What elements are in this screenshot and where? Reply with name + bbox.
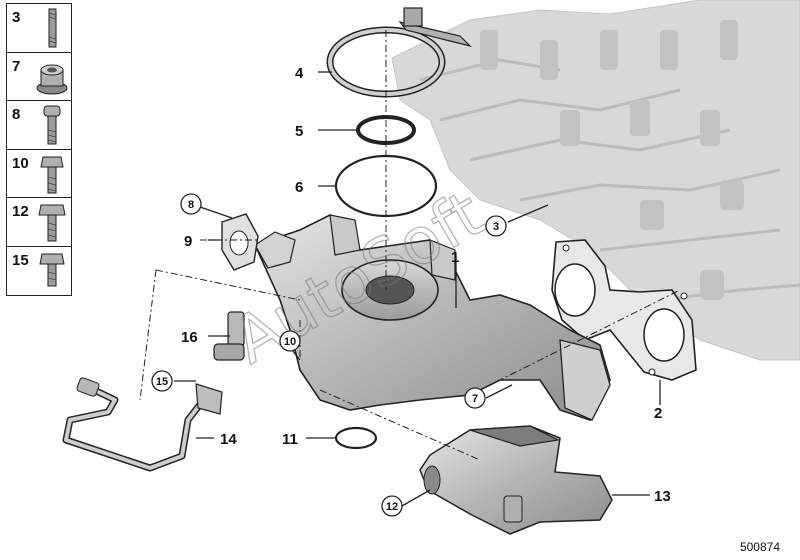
circled-callout-10: 10 bbox=[279, 330, 301, 352]
callout-leaders bbox=[174, 71, 661, 507]
assembly-lines bbox=[139, 30, 681, 461]
callout-6: 6 bbox=[295, 179, 303, 196]
legend-row-7: 7 bbox=[7, 53, 71, 101]
hex-head-bolt-icon bbox=[38, 204, 66, 242]
callout-4: 4 bbox=[295, 65, 304, 82]
banjo-fitting bbox=[213, 311, 245, 361]
callout-2: 2 bbox=[654, 405, 662, 422]
legend-row-8: 8 bbox=[7, 101, 71, 150]
circled-callout-8: 8 bbox=[180, 193, 202, 215]
legend-number: 12 bbox=[12, 203, 29, 220]
callout-1: 1 bbox=[451, 249, 459, 266]
circled-callout-10-label: 10 bbox=[284, 336, 296, 348]
cylinder-head bbox=[391, 0, 800, 361]
circled-callout-7: 7 bbox=[464, 387, 486, 409]
circled-callout-3-label: 3 bbox=[493, 221, 499, 233]
exhaust-connector-pipe bbox=[419, 425, 613, 535]
manifold-gasket bbox=[551, 239, 697, 381]
seal-ring-lower bbox=[334, 426, 378, 450]
hex-bolt-icon bbox=[40, 156, 64, 193]
callout-13: 13 bbox=[654, 488, 671, 505]
legend-row-12: 12 bbox=[7, 198, 71, 247]
legend-number: 8 bbox=[12, 106, 21, 123]
callout-16: 16 bbox=[181, 329, 198, 346]
flange-gasket bbox=[221, 213, 259, 271]
hex-socket-bolt-icon bbox=[43, 105, 61, 145]
legend-number: 3 bbox=[12, 9, 21, 26]
circled-callout-7-label: 7 bbox=[472, 393, 478, 405]
legend-number: 7 bbox=[12, 57, 21, 75]
circled-callout-12: 12 bbox=[381, 495, 403, 517]
legend-row-15: 15 bbox=[7, 247, 71, 296]
legend-number: 10 bbox=[12, 154, 29, 172]
circled-callout-3: 3 bbox=[485, 215, 507, 237]
circled-callout-15: 15 bbox=[151, 370, 173, 392]
stud-bolt-icon bbox=[48, 8, 57, 48]
short-hex-bolt-icon bbox=[39, 253, 65, 286]
collar-nut-icon bbox=[36, 64, 68, 94]
hardware-legend: 3 7 8 10 12 bbox=[6, 3, 72, 296]
legend-row-10: 10 bbox=[7, 150, 71, 198]
legend-number: 15 bbox=[12, 251, 29, 269]
callout-11: 11 bbox=[282, 431, 298, 448]
circled-callout-12-label: 12 bbox=[386, 501, 398, 513]
circled-callout-8-label: 8 bbox=[188, 199, 194, 211]
callout-14: 14 bbox=[220, 431, 237, 448]
callout-9: 9 bbox=[184, 233, 192, 250]
diagram-id: 500874 bbox=[739, 540, 780, 554]
callout-5: 5 bbox=[295, 123, 303, 140]
oil-line bbox=[62, 377, 223, 472]
circled-callout-15-label: 15 bbox=[156, 376, 168, 388]
legend-row-3: 3 bbox=[7, 4, 71, 53]
exhaust-manifold bbox=[253, 214, 611, 421]
